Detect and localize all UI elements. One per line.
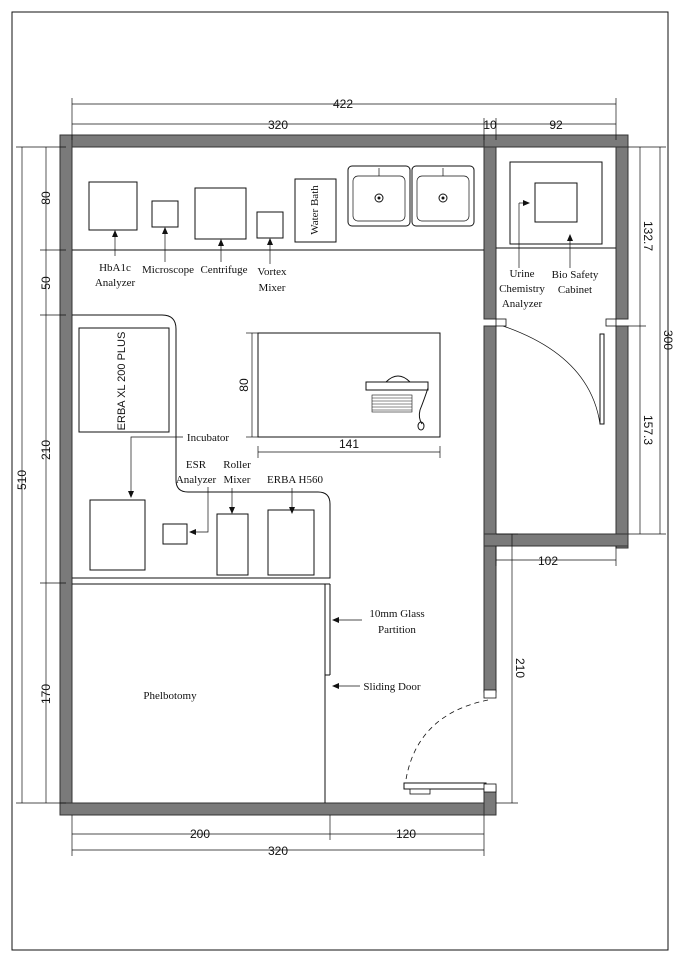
label-glass-2: Partition (378, 624, 416, 636)
esr-analyzer-box (162, 523, 188, 545)
label-glass-1: 10mm Glass (369, 608, 424, 620)
label-incubator: Incubator (187, 432, 229, 444)
walls (59, 134, 629, 816)
label-bsc-2: Cabinet (558, 284, 592, 296)
microscope-chair-icon (365, 375, 429, 431)
sink-left (347, 165, 411, 227)
label-urine-1: Urine (509, 268, 534, 280)
label-water-bath: Water Bath (309, 185, 321, 235)
dimension-lines (16, 98, 666, 856)
label-vortex-1: Vortex (257, 266, 287, 278)
dim-top-right: 92 (549, 118, 563, 132)
label-microscope: Microscope (142, 264, 194, 276)
dim-table-141: 141 (339, 437, 359, 451)
label-hba1c-1: HbA1c (99, 262, 131, 274)
dim-left-170: 170 (39, 684, 53, 704)
dim-right-132: 132.7 (641, 221, 655, 251)
dim-top-left: 320 (268, 118, 288, 132)
water-bath-box (294, 178, 337, 243)
dim-right-157: 157.3 (641, 415, 655, 445)
centrifuge-box (194, 187, 247, 240)
side-room-door (495, 318, 617, 425)
label-roller-2: Mixer (224, 474, 251, 486)
label-erba-xl-200: ERBA XL 200 PLUS (116, 332, 128, 431)
roller-mixer-box (216, 513, 249, 576)
dim-left-total: 510 (15, 470, 29, 490)
dim-top-overall: 422 (333, 97, 353, 111)
label-centrifuge: Centrifuge (200, 264, 247, 276)
label-roller-1: Roller (223, 459, 251, 471)
erba-h560-box (267, 509, 315, 576)
dim-left-210: 210 (39, 440, 53, 460)
hba1c-analyzer-box (88, 181, 138, 231)
page-border (11, 11, 669, 951)
dim-bottom-120: 120 (396, 827, 416, 841)
benches (72, 247, 616, 803)
dim-right-210: 210 (513, 658, 527, 678)
erba-xl-200-box (78, 327, 170, 433)
label-erba-h560: ERBA H560 (267, 474, 323, 486)
dim-mid-102: 102 (538, 554, 558, 568)
sink-right (411, 165, 475, 227)
dim-left-80: 80 (39, 191, 53, 205)
label-bsc-1: Bio Safety (552, 269, 599, 281)
incubator-box (89, 499, 146, 571)
dim-bottom-320: 320 (268, 844, 288, 858)
dim-right-300: 300 (661, 330, 675, 350)
label-esr-1: ESR (186, 459, 207, 471)
label-esr-2: Analyzer (176, 474, 217, 486)
microscope-box (151, 200, 179, 228)
main-entrance-door (403, 689, 497, 795)
dim-left-50: 50 (39, 276, 53, 290)
label-vortex-2: Mixer (259, 282, 286, 294)
dim-bottom-200: 200 (190, 827, 210, 841)
label-hba1c-2: Analyzer (95, 277, 136, 289)
label-sliding-door: Sliding Door (363, 681, 420, 693)
dim-top-mid: 10 (483, 118, 497, 132)
label-urine-2: Chemistry (499, 283, 545, 295)
leader-arrows (112, 200, 573, 689)
vortex-mixer-box (256, 211, 284, 239)
dim-table-80: 80 (237, 378, 251, 392)
bio-safety-cabinet-box (534, 182, 578, 223)
label-phlebotomy: Phelbotomy (143, 690, 197, 702)
label-urine-3: Analyzer (502, 298, 543, 310)
